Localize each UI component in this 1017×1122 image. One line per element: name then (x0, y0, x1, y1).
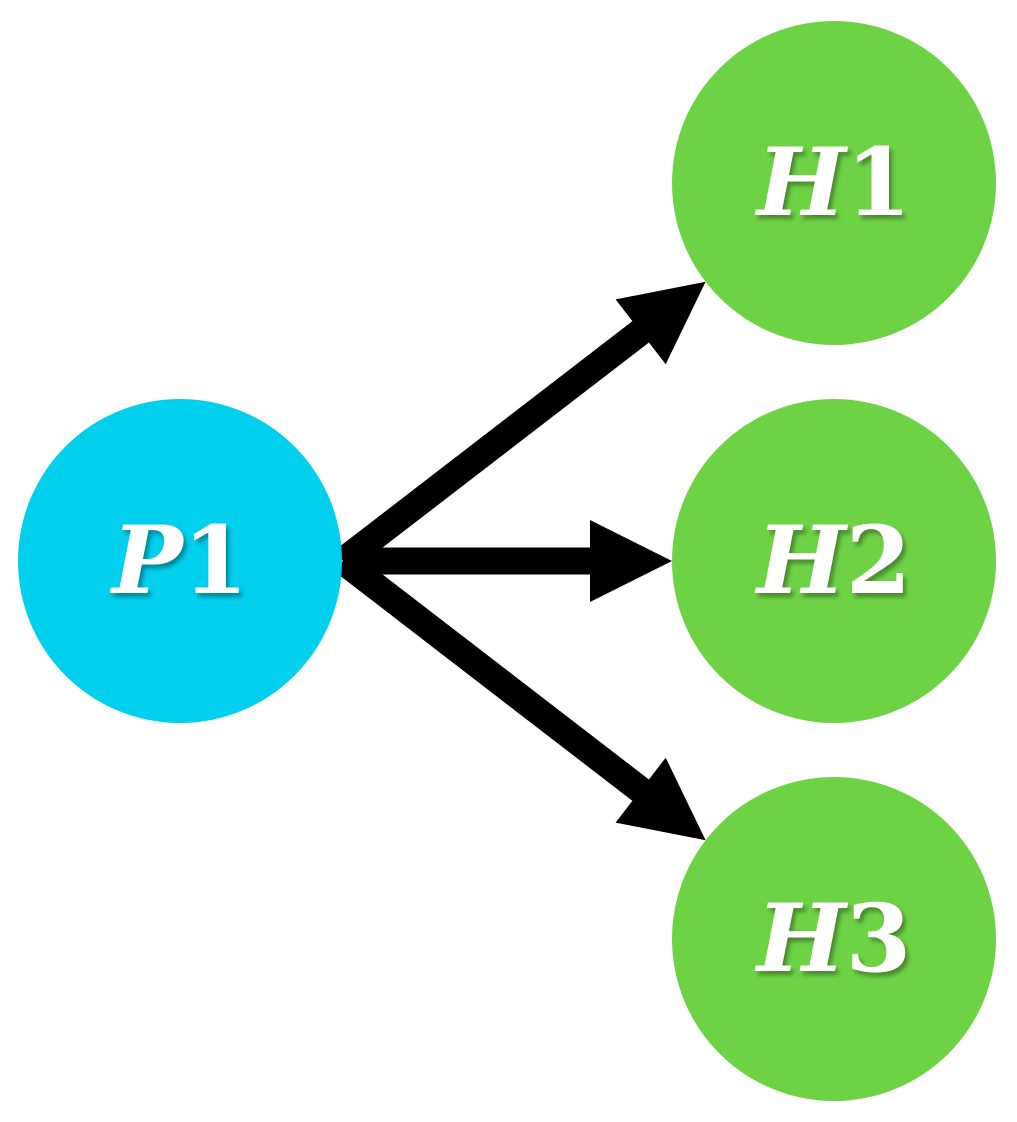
node-h3-circle (672, 777, 996, 1101)
edge-p1-to-h1 (334, 281, 706, 572)
node-h3-number: 3 (846, 884, 911, 994)
node-p1-label: P1 (109, 506, 248, 616)
nodes-layer: P1 H1 H2 H3 (18, 21, 996, 1101)
node-h3-label: H3 (754, 884, 911, 994)
node-h1-label: H1 (754, 128, 911, 238)
edge-p1-to-h3-line (334, 550, 654, 805)
edge-p1-to-h2-arrowhead (590, 520, 672, 602)
node-h1-letter: H (754, 128, 849, 238)
node-h1-circle (672, 21, 996, 345)
node-h2: H2 (672, 399, 996, 723)
node-h2-circle (672, 399, 996, 723)
edge-p1-to-h1-arrowhead (615, 281, 706, 365)
edges-layer (334, 281, 706, 841)
node-h3-letter: H (754, 884, 849, 994)
edge-p1-to-h3 (334, 550, 706, 841)
node-h3: H3 (672, 777, 996, 1101)
node-h1-number: 1 (846, 128, 911, 238)
node-p1-circle (18, 399, 342, 723)
node-p1-letter: P (109, 506, 185, 616)
edge-p1-to-h2 (343, 520, 672, 602)
node-p1-number: 1 (183, 506, 248, 616)
node-h2-letter: H (754, 506, 849, 616)
edge-p1-to-h1-line (334, 317, 654, 572)
node-h2-label: H2 (754, 506, 911, 616)
node-h2-number: 2 (846, 506, 911, 616)
node-p1: P1 (18, 399, 342, 723)
edge-p1-to-h3-arrowhead (615, 757, 706, 841)
node-h1: H1 (672, 21, 996, 345)
